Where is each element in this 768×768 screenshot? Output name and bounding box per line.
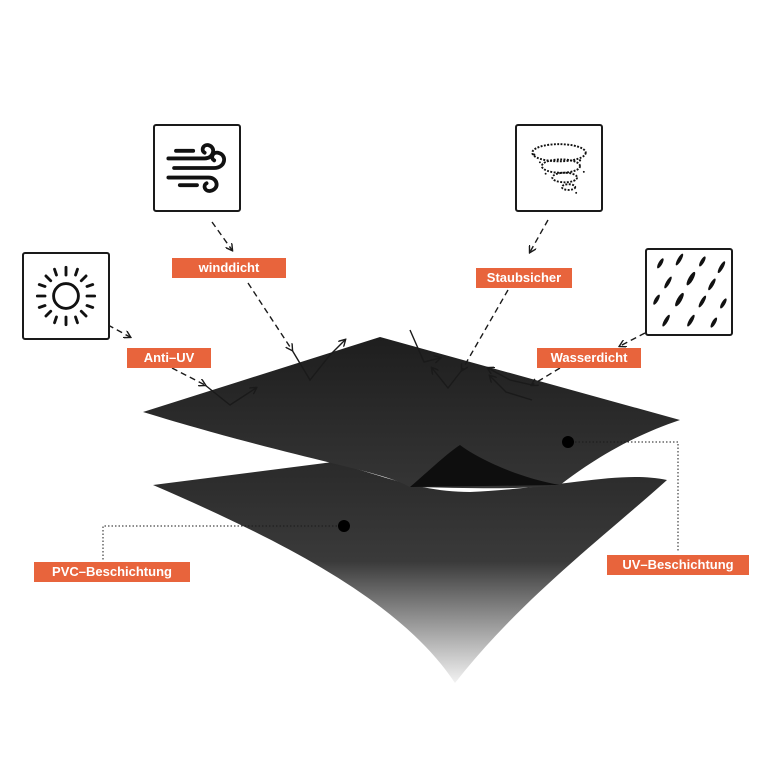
pvc-leader-line — [102, 525, 344, 560]
feature-label-wasserdicht: Wasserdicht — [537, 348, 641, 368]
layer-label-pvc: PVC–Beschichtung — [34, 562, 190, 582]
incoming-arrows — [107, 219, 646, 385]
pvc-layer — [153, 462, 667, 683]
pvc-marker-dot — [338, 520, 350, 532]
dust-swirl-icon — [515, 124, 603, 212]
sun-icon — [22, 252, 110, 340]
rain-icon — [645, 248, 733, 336]
reflected-arrows — [204, 329, 533, 406]
feature-label-winddicht: winddicht — [172, 258, 286, 278]
feature-label-anti-uv: Anti–UV — [127, 348, 211, 368]
uv-leader-line — [568, 441, 679, 552]
wind-icon — [153, 124, 241, 212]
feature-label-staubsicher: Staubsicher — [476, 268, 572, 288]
uv-layer — [143, 337, 680, 489]
layer-label-uv: UV–Beschichtung — [607, 555, 749, 575]
uv-marker-dot — [562, 436, 574, 448]
uv-layer-curl — [410, 445, 560, 487]
